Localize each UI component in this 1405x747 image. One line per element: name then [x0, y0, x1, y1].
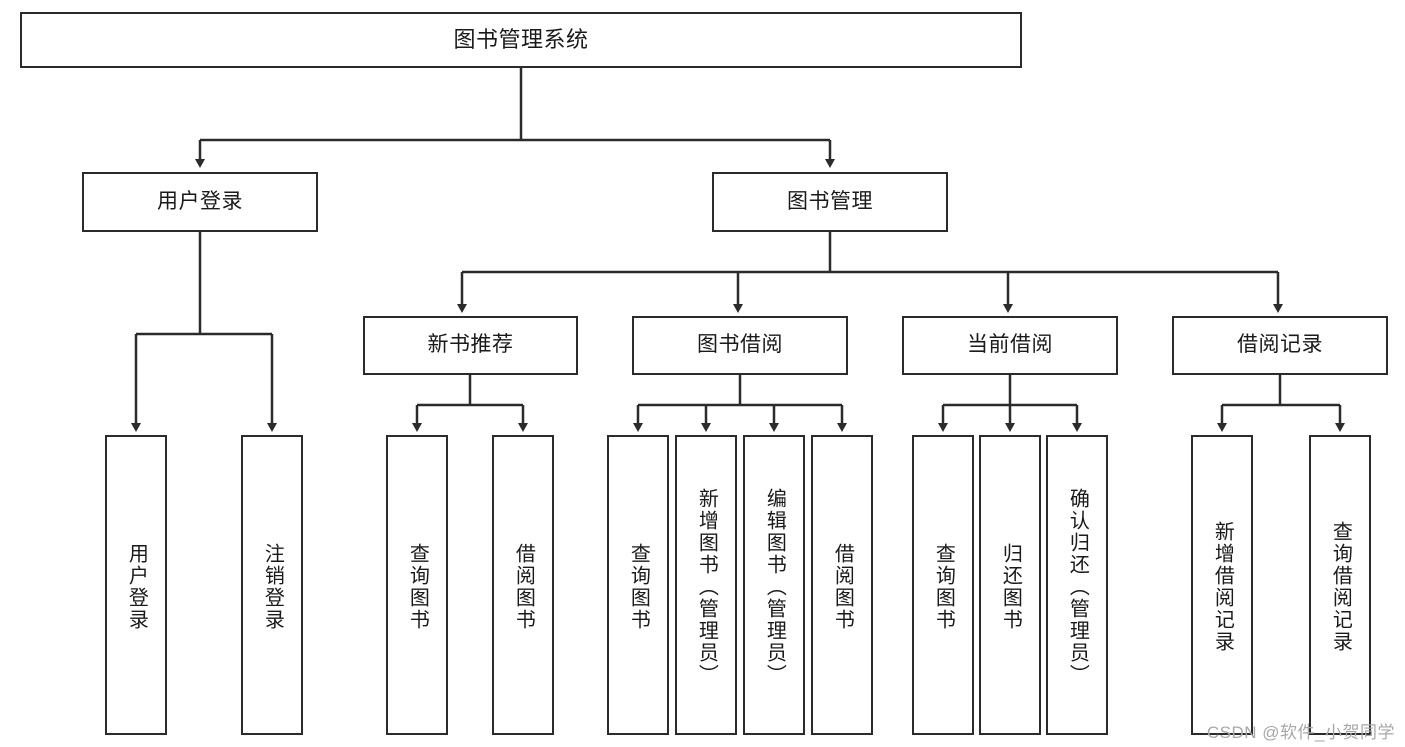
leaf-record-add-record[interactable]: 新增借阅记录 [1191, 435, 1253, 735]
node-label: 图书借阅 [697, 333, 783, 357]
leaf-current-search-book[interactable]: 查询图书 [912, 435, 974, 735]
node-label: 图书管理 [787, 189, 873, 213]
node-label: 注销登录 [261, 543, 284, 631]
leaf-current-return-book[interactable]: 归还图书 [979, 435, 1041, 735]
node-label: 查询借阅记录 [1329, 521, 1352, 653]
node-label: 归还图书 [999, 543, 1022, 631]
csdn-watermark: CSDN @软件_小贺同学 [1206, 723, 1395, 742]
leaf-user-login-signout[interactable]: 注销登录 [241, 435, 303, 735]
node-label: 编辑图书（管理员） [763, 488, 786, 686]
leaf-borrow-edit-book-admin[interactable]: 编辑图书（管理员） [743, 435, 805, 735]
node-label: 用户登录 [157, 189, 243, 213]
node-label: 查询图书 [406, 543, 429, 631]
node-label: 借阅图书 [512, 543, 535, 631]
node-borrow-record[interactable]: 借阅记录 [1172, 316, 1388, 375]
leaf-borrow-add-book-admin[interactable]: 新增图书（管理员） [675, 435, 737, 735]
leaf-borrow-search-book[interactable]: 查询图书 [607, 435, 669, 735]
node-label: 新书推荐 [427, 333, 514, 357]
node-root-library-system[interactable]: 图书管理系统 [20, 12, 1022, 68]
leaf-borrow-borrow-book[interactable]: 借阅图书 [811, 435, 873, 735]
node-label: 确认归还（管理员） [1066, 488, 1089, 686]
node-label: 借阅记录 [1237, 333, 1323, 357]
node-book-borrow[interactable]: 图书借阅 [632, 316, 848, 375]
leaf-user-login-signin[interactable]: 用户登录 [105, 435, 167, 735]
node-book-management[interactable]: 图书管理 [712, 172, 948, 232]
node-label: 图书管理系统 [453, 27, 589, 53]
node-label: 查询图书 [932, 543, 955, 631]
leaf-recommend-borrow-book[interactable]: 借阅图书 [492, 435, 554, 735]
node-label: 用户登录 [125, 543, 148, 631]
leaf-record-search-record[interactable]: 查询借阅记录 [1309, 435, 1371, 735]
node-label: 新增图书（管理员） [695, 488, 718, 686]
node-label: 当前借阅 [967, 333, 1053, 357]
leaf-current-confirm-return-admin[interactable]: 确认归还（管理员） [1046, 435, 1108, 735]
node-label: 查询图书 [627, 543, 650, 631]
node-user-login[interactable]: 用户登录 [82, 172, 318, 232]
node-label: 新增借阅记录 [1211, 521, 1234, 653]
node-label: 借阅图书 [831, 543, 854, 631]
node-new-book-recommend[interactable]: 新书推荐 [363, 316, 578, 375]
leaf-recommend-search-book[interactable]: 查询图书 [386, 435, 448, 735]
node-current-borrow[interactable]: 当前借阅 [902, 316, 1118, 375]
